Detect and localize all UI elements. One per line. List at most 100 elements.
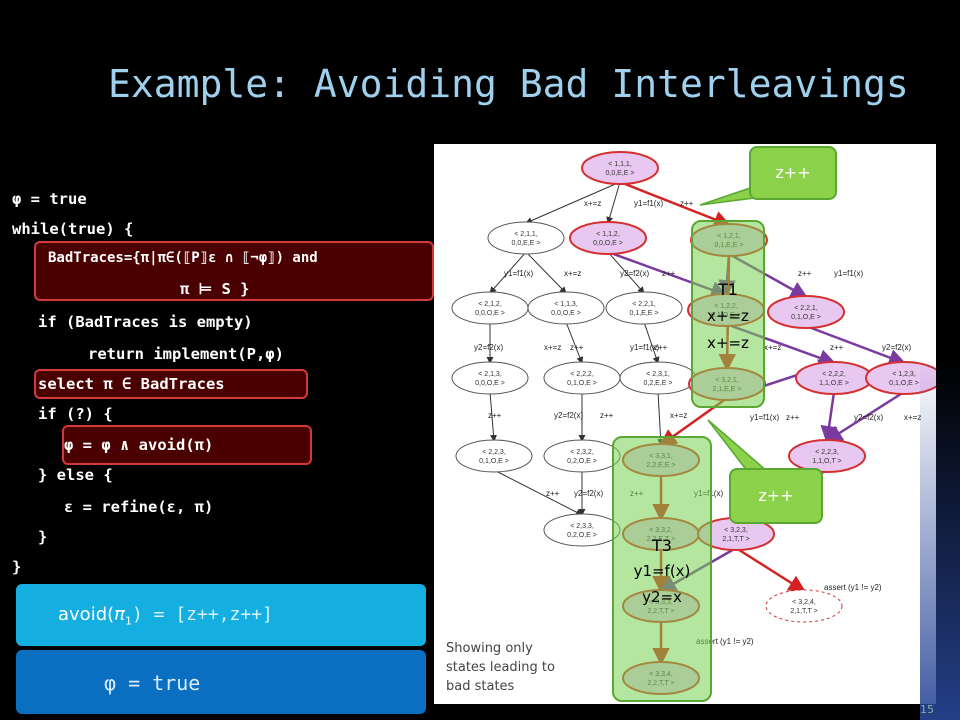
slide-number: 15 [920, 703, 934, 716]
state-node-label: < 3,2,3, [724, 527, 748, 534]
state-node-label: 0,1,O,E > [791, 314, 821, 321]
callout-z-plus-plus-middle: z++ [729, 468, 823, 524]
graph-edge [805, 324, 907, 366]
state-node-label: < 2,1,3, [478, 371, 502, 378]
badtraces-highlight [34, 241, 434, 301]
state-node-label: 0,0,E,E > [606, 170, 635, 177]
state-node: < 2,2,1,0,1,E,E > [605, 291, 683, 325]
slide-decoration [920, 360, 960, 720]
edge-label: y1=f1(x) [504, 269, 533, 278]
state-node-label: 0,1,O,E > [889, 380, 919, 387]
state-node-label: < 1,1,2, [596, 231, 620, 238]
phi-state-text: φ = true [104, 671, 201, 695]
edge-label: x+=z [904, 413, 921, 422]
edge-label: x+=z [544, 343, 561, 352]
edge-label: assert (y1 != y2) [824, 583, 882, 592]
graph-edge [489, 391, 498, 442]
code-line: } else { [38, 466, 113, 484]
avoid-suffix: ) = [z++,z++] [132, 604, 273, 625]
state-node: < 2,1,1,0,0,E,E > [487, 221, 565, 255]
code-line: return implement(P,φ) [88, 345, 284, 363]
state-node-label: < 2,3,1, [646, 371, 670, 378]
thread-t1-box [691, 220, 765, 408]
state-node: < 2,1,3, 0,0,O,E > [451, 361, 529, 395]
code-line: select π ∈ BadTraces [38, 375, 225, 393]
state-node-label: 0,1,O,E > [567, 380, 597, 387]
state-node-label: < 2,2,2, [570, 371, 594, 378]
state-graph-panel: < 1,1,1, 0,0,E,E > < 2,1,1,0,0,E,E > < 1,1,… [434, 144, 936, 704]
state-node-label: 0,2,O,E > [567, 532, 597, 539]
graph-edge [489, 251, 527, 294]
state-node-label: 1,1,O,E > [819, 380, 849, 387]
thread-t1-step: x+=z [707, 334, 749, 352]
edge-label: z++ [662, 269, 676, 278]
state-node: < 2,2,1, 0,1,O,E > [767, 295, 845, 329]
avoid-highlight [62, 425, 312, 465]
code-line: φ = true [12, 190, 87, 208]
graph-edge [493, 469, 583, 516]
thread-t3-box [612, 436, 712, 702]
graph-edge-labels: z++ x+=z y1=f1(x) y1=f1(x) x+=z y2=f2(x) z++ z+… [474, 199, 921, 646]
edge-label: y1=f1(x) [834, 269, 863, 278]
graph-edge [607, 251, 645, 294]
code-line: ε = refine(ε, π) [64, 498, 214, 516]
state-node-label: < 1,1,1, [608, 161, 632, 168]
state-node-label: < 2,3,2, [570, 449, 594, 456]
callout-z-plus-plus-top: z++ [749, 146, 837, 200]
edge-label: y2=f2(x) [882, 343, 911, 352]
state-node-label: 0,0,O,E > [593, 240, 623, 247]
state-node-label: < 2,2,1, [794, 305, 818, 312]
avoid-subscript: 1 [125, 614, 132, 628]
state-node-label: 0,1,E,E > [630, 310, 659, 317]
state-node-label: 0,0,O,E > [551, 310, 581, 317]
state-node-label: < 2,1,1, [514, 231, 538, 238]
state-node: < 1,1,1, 0,0,E,E > [581, 151, 659, 185]
edge-label: y2=f2(x) [620, 269, 649, 278]
avoid-result-box [16, 584, 426, 646]
state-node-label: < 1,1,3, [554, 301, 578, 308]
state-node: < 2,2,3,0,1,O,E > [455, 439, 533, 473]
state-node-label: 0,2,O,E > [567, 458, 597, 465]
edge-label: y2=f2(x) [574, 489, 603, 498]
graph-edge [824, 390, 905, 443]
select-highlight [34, 369, 308, 399]
thread-t3-step: y2=x [642, 588, 682, 606]
state-node-label: < 1,2,3, [892, 371, 916, 378]
graph-edge [606, 181, 621, 224]
graph-note: Showing only states leading to bad state… [446, 641, 555, 694]
state-node: < 2,2,3,1,1,O,T > [788, 439, 866, 473]
code-line: } [12, 558, 22, 576]
slide-title: Example: Avoiding Bad Interleavings [108, 62, 909, 106]
edge-label: x+=z [564, 269, 581, 278]
state-node-label: 0,0,O,E > [475, 380, 505, 387]
state-node-label: 2,1,T,T > [790, 608, 817, 615]
state-node: < 1,2,3, 0,1,O,E > [865, 361, 936, 395]
code-line: if (BadTraces is empty) [38, 313, 253, 331]
state-node: < 1,1,3, 0,0,O,E > [527, 291, 605, 325]
graph-edge [565, 321, 584, 364]
state-node-label: 0,1,O,E > [479, 458, 509, 465]
state-node-label: < 2,2,2, [822, 371, 846, 378]
edge-label: y1=f1(x) [750, 413, 779, 422]
edge-label: x+=z [670, 411, 687, 420]
code-line: while(true) { [12, 220, 134, 238]
edge-label: z++ [488, 411, 502, 420]
thread-t3-step: y1=f(x) [633, 562, 691, 580]
edge-label: z++ [786, 413, 800, 422]
edge-label: y2=f2(x) [474, 343, 503, 352]
edge-label: z++ [600, 411, 614, 420]
code-line: π ⊨ S } [180, 280, 250, 298]
phi-state-box [16, 650, 426, 714]
state-node-label: < 2,1,2, [478, 301, 502, 308]
state-node-label: 2,1,T,T > [722, 536, 749, 543]
thread-t1-name: T1 [718, 280, 738, 299]
avoid-pi: π [114, 604, 125, 625]
algorithm-pseudocode: φ = true while(true) { BadTraces={π|π∈(⟦… [0, 0, 440, 720]
graph-edge [525, 181, 621, 224]
state-node-label: < 2,3,3, [570, 523, 594, 530]
state-node-label: 1,1,O,T > [812, 458, 841, 465]
state-node-label: 0,0,O,E > [475, 310, 505, 317]
avoid-prefix: avoid( [58, 604, 115, 625]
graph-edge [525, 251, 567, 294]
